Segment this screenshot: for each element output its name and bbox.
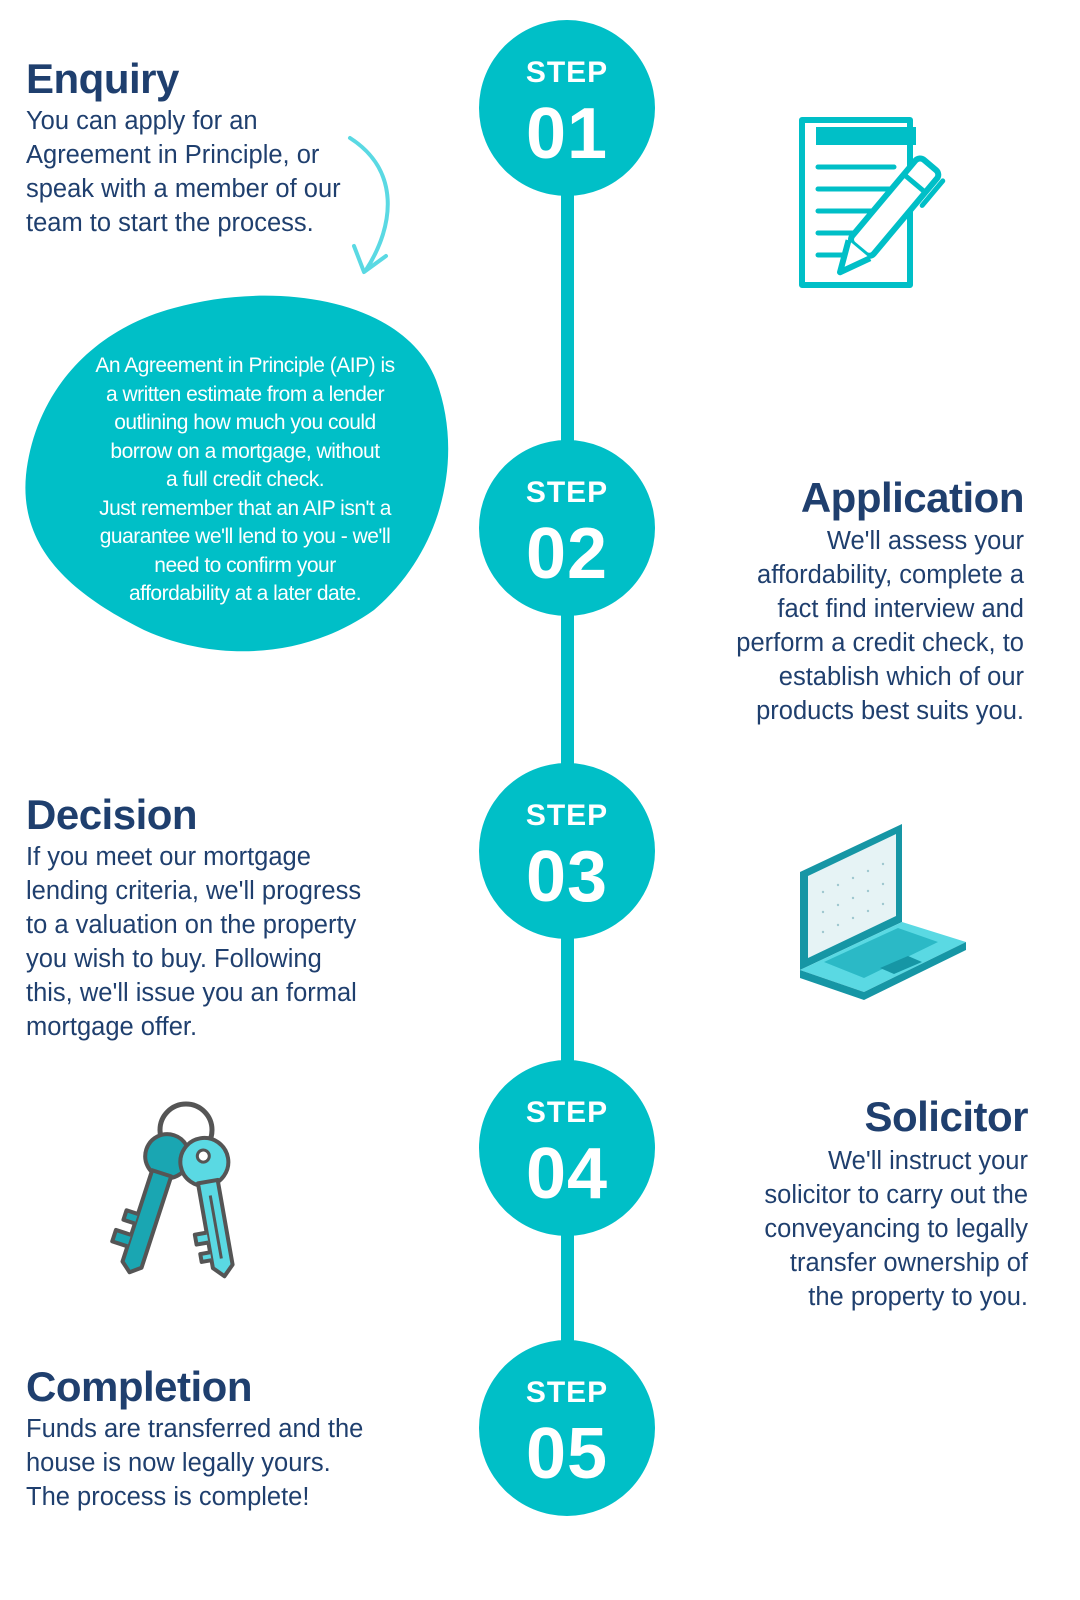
step-1-title: Enquiry — [26, 55, 179, 102]
step-1-description: You can apply for an Agreement in Princi… — [26, 107, 341, 237]
step-3-circle: STEP 03 — [479, 763, 655, 939]
step-2-number: 02 — [525, 514, 609, 594]
laptop-icon — [800, 824, 966, 1000]
document-pen-icon — [799, 117, 946, 288]
step-5-title: Completion — [26, 1363, 252, 1410]
step-4-label: STEP — [525, 1096, 609, 1129]
step-2-circle: STEP 02 — [479, 440, 655, 616]
step-3-description: If you meet our mortgage lending criteri… — [26, 843, 362, 1041]
step-3-label: STEP — [525, 799, 609, 832]
step-1-circle: STEP 01 — [479, 20, 655, 196]
step-2-title: Application — [800, 474, 1025, 521]
step-4-number: 04 — [525, 1134, 609, 1214]
step-3-title: Decision — [26, 791, 198, 838]
step-5-circle: STEP 05 — [479, 1340, 655, 1516]
aip-note-blob — [25, 295, 449, 652]
aip-note-text: An Agreement in Principle (AIP) is a wri… — [95, 354, 395, 605]
step-5-number: 05 — [525, 1414, 609, 1494]
step-5-description: Funds are transferred and the house is n… — [26, 1415, 364, 1511]
step-4-description: We'll instruct your solicitor to carry o… — [764, 1147, 1028, 1311]
curved-arrow-icon — [348, 136, 390, 274]
step-5-label: STEP — [525, 1376, 609, 1409]
step-1-label: STEP — [525, 56, 609, 89]
keys-icon — [110, 1101, 235, 1279]
step-1-number: 01 — [525, 94, 609, 174]
step-4-circle: STEP 04 — [479, 1060, 655, 1236]
step-2-label: STEP — [525, 476, 609, 509]
step-2-description: We'll assess your affordability, complet… — [736, 527, 1024, 725]
step-4-title: Solicitor — [864, 1093, 1028, 1140]
step-3-number: 03 — [525, 837, 609, 917]
